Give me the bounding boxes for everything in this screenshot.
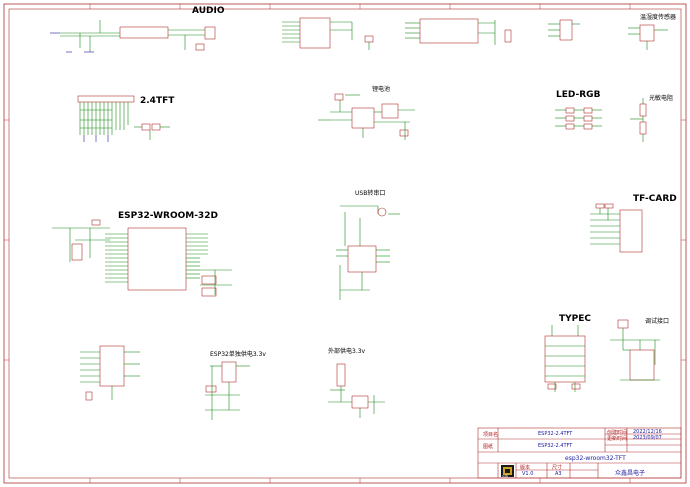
tf-card-slot [619, 209, 643, 253]
audio-circuit [50, 20, 216, 53]
section-title-debug-port: 调试接口 [645, 318, 670, 325]
tb-updated-value: 2023/09/07 [633, 435, 662, 441]
typec-circuit [544, 325, 586, 392]
tb-version-label: 版本 [520, 465, 531, 471]
ic-block-2 [405, 18, 512, 45]
header-connector-circuit [80, 345, 140, 401]
section-title-typec: TYPEC [559, 314, 592, 324]
charger-ic [351, 107, 375, 129]
esp32-supply-circuit [205, 361, 250, 420]
border-tick-marks [4, 4, 686, 483]
usb-serial-ic [347, 245, 377, 273]
usb-serial-circuit [336, 205, 400, 300]
tb-drawing-label: 图纸 [483, 444, 494, 450]
battery-charger-circuit [318, 93, 415, 140]
section-title-battery: 锂电池 [372, 86, 391, 93]
section-title-audio: AUDIO [192, 6, 225, 16]
tb-size-label: 尺寸 [552, 465, 563, 471]
title-block-grid [477, 427, 682, 479]
debug-port-circuit [610, 319, 660, 381]
section-title-usb-serial: USB转串口 [355, 190, 386, 197]
sheet-inner-border [8, 8, 682, 479]
section-title-ext-supply: 外部供电3.3v [328, 348, 366, 355]
sensor-ic-1 [299, 17, 331, 49]
tb-updated-label: 更新时间 [607, 436, 628, 442]
led-rgb-circuit [555, 107, 602, 130]
section-title-led-rgb: LED-RGB [556, 90, 601, 100]
light-sensor-circuit [630, 98, 647, 142]
section-title-tf-card: TF-CARD [633, 194, 677, 204]
typec-connector [544, 335, 586, 383]
section-title-temp-sensor: 温湿度传感器 [640, 14, 677, 21]
wide-ic [419, 18, 479, 44]
tb-drawing-value: ESP32-2.4TFT [538, 443, 573, 449]
temp-sensor-ic [639, 24, 655, 42]
boot-button [71, 243, 83, 261]
ldo-regulator [221, 361, 237, 383]
tb-version-value: V1.0 [522, 471, 534, 477]
tb-created-label: 创建时间 [607, 430, 628, 436]
section-title-tft: 2.4TFT [140, 96, 175, 106]
sheet-outer-border [3, 3, 687, 484]
audio-amp-ic [119, 26, 169, 39]
debug-connector [629, 349, 655, 381]
esp32-module-circuit [52, 219, 232, 297]
tft-connector-circuit [77, 95, 170, 142]
ext-regulator [351, 395, 369, 409]
esp32-module [127, 227, 187, 291]
temp-sensor-circuit [628, 24, 668, 50]
connector-block-top [548, 19, 580, 41]
temp-humidity-ic-block [282, 17, 374, 50]
speaker-connector [204, 26, 216, 40]
section-title-light-sensor: 光敏电阻 [649, 95, 674, 102]
tb-logo-text: 众鑫 [502, 474, 509, 478]
tf-card-circuit [590, 203, 643, 253]
tb-board-name: esp32-wroom32-TFT [565, 455, 626, 462]
tb-created-value: 2022/12/16 [633, 429, 662, 435]
external-supply-circuit [328, 363, 385, 418]
tb-company: 众鑫昌电子 [615, 470, 646, 477]
tft-fpc-connector [77, 95, 135, 103]
pin-header [99, 345, 125, 387]
usb-transistor [377, 207, 387, 217]
tb-project-label: 项目名 [483, 432, 499, 438]
tb-size-value: A3 [555, 471, 562, 477]
tb-project-value: ESP32-2.4TFT [538, 431, 573, 437]
section-title-esp32: ESP32-WROOM-32D [118, 211, 218, 221]
section-title-esp32-supply: ESP32单独供电3.3v [210, 351, 266, 358]
company-logo [501, 465, 514, 477]
